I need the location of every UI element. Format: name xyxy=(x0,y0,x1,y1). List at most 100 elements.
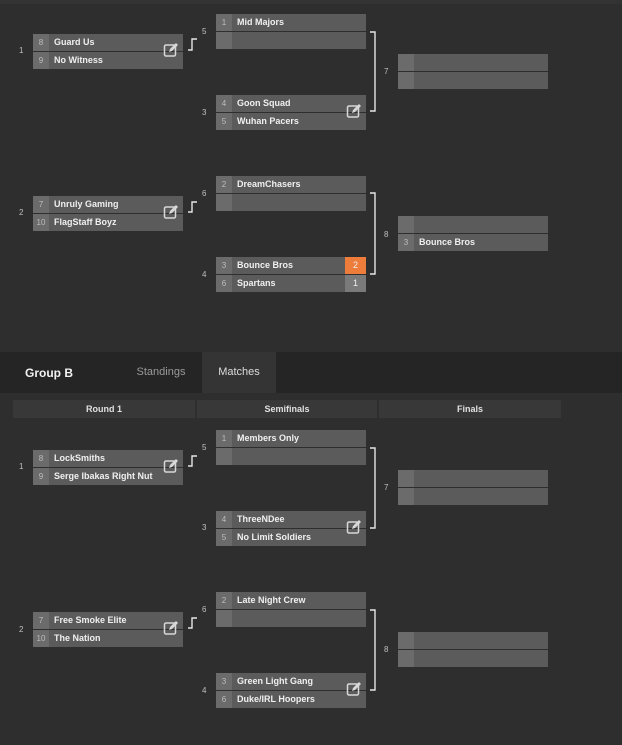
match-4[interactable]: 3 Bounce Bros 2 6 Spartans 1 xyxy=(216,257,366,292)
edit-icon[interactable] xyxy=(163,458,179,474)
match-slot[interactable]: 8 LockSmiths xyxy=(33,450,183,467)
team-name: Green Light Gang xyxy=(237,676,314,686)
match-slot[interactable] xyxy=(216,194,366,211)
seed: 5 xyxy=(216,113,232,130)
match-slot[interactable] xyxy=(398,650,548,667)
match-slot[interactable] xyxy=(216,32,366,49)
match-7[interactable] xyxy=(398,470,548,505)
round-header-round-1: Round 1 xyxy=(13,400,195,418)
match-slot[interactable]: 10 The Nation xyxy=(33,630,183,647)
team-name: Bounce Bros xyxy=(419,237,476,247)
match-number: 4 xyxy=(202,270,207,279)
seed xyxy=(216,32,232,49)
match-2[interactable]: 7 Free Smoke Elite 10 The Nation xyxy=(33,612,183,647)
edit-icon[interactable] xyxy=(163,620,179,636)
seed: 9 xyxy=(33,52,49,69)
match-slot[interactable] xyxy=(398,632,548,649)
team-name: No Witness xyxy=(54,55,103,65)
match-slot[interactable]: 3 Bounce Bros 2 xyxy=(216,257,366,274)
match-5[interactable]: 1 Mid Majors xyxy=(216,14,366,49)
match-slot[interactable] xyxy=(216,448,366,465)
match-slot[interactable] xyxy=(398,488,548,505)
match-slot[interactable]: 1 Members Only xyxy=(216,430,366,447)
match-slot[interactable] xyxy=(398,216,548,233)
edit-icon[interactable] xyxy=(346,103,362,119)
match-slot[interactable]: 4 ThreeNDee xyxy=(216,511,366,528)
match-slot[interactable]: 6 Duke/IRL Hoopers xyxy=(216,691,366,708)
match-slot[interactable]: 7 Free Smoke Elite xyxy=(33,612,183,629)
team-name: Guard Us xyxy=(54,37,95,47)
match-slot[interactable]: 7 Unruly Gaming xyxy=(33,196,183,213)
match-slot[interactable]: 1 Mid Majors xyxy=(216,14,366,31)
seed: 10 xyxy=(33,214,49,231)
match-number: 6 xyxy=(202,605,207,614)
seed xyxy=(398,650,414,667)
match-slot[interactable]: 6 Spartans 1 xyxy=(216,275,366,292)
match-1[interactable]: 8 LockSmiths 9 Serge Ibakas Right Nut xyxy=(33,450,183,485)
seed: 1 xyxy=(216,14,232,31)
edit-icon[interactable] xyxy=(346,519,362,535)
match-6[interactable]: 2 DreamChasers xyxy=(216,176,366,211)
match-slot[interactable]: 5 No Limit Soldiers xyxy=(216,529,366,546)
match-slot[interactable] xyxy=(398,470,548,487)
tab-matches[interactable]: Matches xyxy=(202,352,276,393)
match-8[interactable] xyxy=(398,632,548,667)
edit-icon[interactable] xyxy=(346,681,362,697)
match-number: 4 xyxy=(202,686,207,695)
team-name: DreamChasers xyxy=(237,179,301,189)
match-slot[interactable] xyxy=(398,54,548,71)
match-slot[interactable] xyxy=(398,72,548,89)
seed xyxy=(398,488,414,505)
seed xyxy=(398,632,414,649)
match-number: 1 xyxy=(19,462,24,471)
team-name: Bounce Bros xyxy=(237,260,294,270)
team-name: Free Smoke Elite xyxy=(54,615,127,625)
team-name: Duke/IRL Hoopers xyxy=(237,694,315,704)
seed: 4 xyxy=(216,95,232,112)
match-number: 1 xyxy=(19,46,24,55)
edit-icon[interactable] xyxy=(163,204,179,220)
round-header-finals: Finals xyxy=(379,400,561,418)
match-3[interactable]: 4 ThreeNDee 5 No Limit Soldiers xyxy=(216,511,366,546)
match-slot[interactable]: 8 Guard Us xyxy=(33,34,183,51)
match-3[interactable]: 4 Goon Squad 5 Wuhan Pacers xyxy=(216,95,366,130)
seed: 2 xyxy=(216,592,232,609)
bracket-connectors xyxy=(188,447,376,691)
tab-standings[interactable]: Standings xyxy=(136,366,186,378)
match-slot[interactable]: 4 Goon Squad xyxy=(216,95,366,112)
match-slot[interactable]: 5 Wuhan Pacers xyxy=(216,113,366,130)
match-2[interactable]: 7 Unruly Gaming 10 FlagStaff Boyz xyxy=(33,196,183,231)
seed: 8 xyxy=(33,34,49,51)
seed: 7 xyxy=(33,612,49,629)
match-number: 8 xyxy=(384,230,389,239)
match-slot[interactable]: 9 Serge Ibakas Right Nut xyxy=(33,468,183,485)
team-name: Goon Squad xyxy=(237,98,291,108)
seed xyxy=(398,470,414,487)
score: 1 xyxy=(345,275,366,292)
match-6[interactable]: 2 Late Night Crew xyxy=(216,592,366,627)
seed: 3 xyxy=(398,234,414,251)
edit-icon[interactable] xyxy=(163,42,179,58)
match-slot[interactable]: 2 DreamChasers xyxy=(216,176,366,193)
seed xyxy=(398,72,414,89)
match-8[interactable]: 3 Bounce Bros xyxy=(398,216,548,251)
match-slot[interactable]: 9 No Witness xyxy=(33,52,183,69)
match-4[interactable]: 3 Green Light Gang 6 Duke/IRL Hoopers xyxy=(216,673,366,708)
match-slot[interactable]: 10 FlagStaff Boyz xyxy=(33,214,183,231)
seed xyxy=(216,194,232,211)
match-number: 2 xyxy=(19,208,24,217)
match-slot[interactable] xyxy=(216,610,366,627)
seed xyxy=(216,610,232,627)
match-5[interactable]: 1 Members Only xyxy=(216,430,366,465)
match-slot[interactable]: 3 Bounce Bros xyxy=(398,234,548,251)
seed: 10 xyxy=(33,630,49,647)
team-name: Mid Majors xyxy=(237,17,285,27)
match-slot[interactable]: 2 Late Night Crew xyxy=(216,592,366,609)
match-7[interactable] xyxy=(398,54,548,89)
match-number: 3 xyxy=(202,108,207,117)
seed: 4 xyxy=(216,511,232,528)
seed: 6 xyxy=(216,275,232,292)
match-number: 2 xyxy=(19,625,24,634)
match-slot[interactable]: 3 Green Light Gang xyxy=(216,673,366,690)
match-1[interactable]: 8 Guard Us 9 No Witness xyxy=(33,34,183,69)
